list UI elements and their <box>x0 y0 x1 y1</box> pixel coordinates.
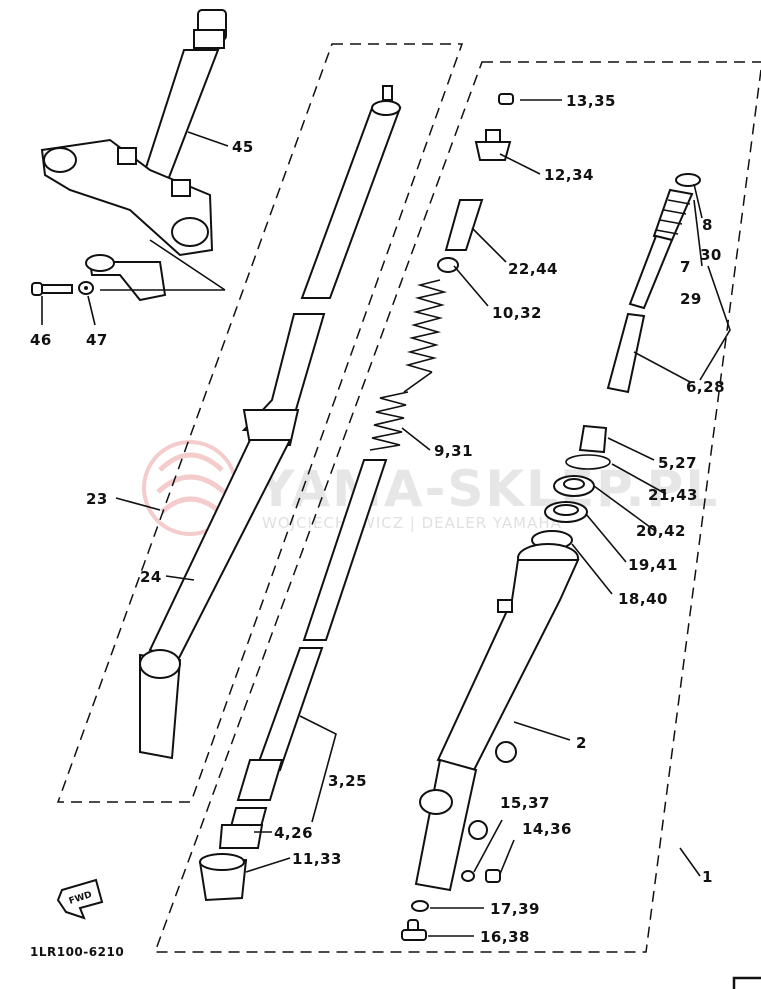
outer-tube-group-boundary <box>153 61 761 953</box>
callout-17-39: 17,39 <box>490 900 540 918</box>
callout-47: 47 <box>86 331 108 349</box>
callout-8: 8 <box>702 216 713 234</box>
clip-21-part <box>565 454 611 470</box>
callout-15-37: 15,37 <box>500 794 550 812</box>
damper-rod-assy-7-part <box>628 173 701 310</box>
callout-23: 23 <box>86 490 108 508</box>
callout-2: 2 <box>576 734 587 752</box>
callout-5-27: 5,27 <box>658 454 697 472</box>
callout-45: 45 <box>232 138 254 156</box>
callout-30: 30 <box>700 246 722 264</box>
callout-4-26: 4,26 <box>274 824 313 842</box>
corner-mark <box>732 976 761 989</box>
watermark: YAMA-SKLEP.PL WOJCIECHOWICZ | DEALER YAM… <box>142 440 719 536</box>
callout-12-34: 12,34 <box>544 166 594 184</box>
callout-13-35: 13,35 <box>566 92 616 110</box>
callout-11-33: 11,33 <box>292 850 342 868</box>
group-boundaries <box>56 43 761 953</box>
inner-tube-part <box>300 85 402 299</box>
taper-spindle-6-part <box>606 312 646 394</box>
watermark-brand: YAMA-SKLEP.PL <box>257 460 719 518</box>
callout-20-42: 20,42 <box>636 522 686 540</box>
under-bracket-part <box>40 9 227 302</box>
washer-47-part <box>78 281 94 295</box>
dust-seal-20-part <box>553 475 595 497</box>
fork-spring-9-part <box>369 279 448 451</box>
callout-1: 1 <box>702 868 713 886</box>
watermark-subtitle: WOJCIECHOWICZ | DEALER YAMAHA <box>262 514 562 532</box>
spring-seat-10-part <box>437 257 459 273</box>
spacer-22-part <box>444 199 484 251</box>
callout-19-41: 19,41 <box>628 556 678 574</box>
oil-seal-19-part <box>544 501 588 523</box>
bolt-46-part <box>31 282 73 296</box>
callout-22-44: 22,44 <box>508 260 558 278</box>
callout-46: 46 <box>30 331 52 349</box>
callout-9-31: 9,31 <box>434 442 473 460</box>
dust-seal-11-part <box>198 853 248 902</box>
outer-tube-left-part <box>139 313 326 760</box>
image-code: 1LR100-6210 <box>30 945 124 959</box>
callout-10-32: 10,32 <box>492 304 542 322</box>
bolt-14-part <box>485 869 501 883</box>
outer-tube-2-part <box>414 543 580 892</box>
callout-7: 7 <box>680 258 691 276</box>
callout-3-25: 3,25 <box>328 772 367 790</box>
gasket-15-part <box>461 870 475 882</box>
callout-14-36: 14,36 <box>522 820 572 838</box>
oil-lock-piece-4-part <box>218 824 264 849</box>
inner-tube-group-boundary <box>56 43 464 803</box>
cap-bolt-13-part <box>498 93 514 105</box>
callout-16-38: 16,38 <box>480 928 530 946</box>
callout-24: 24 <box>140 568 162 586</box>
leader-lines <box>41 99 731 937</box>
damper-rod-part <box>226 459 388 839</box>
callout-6-28: 6,28 <box>686 378 725 396</box>
callout-labels: 45 46 47 23 24 13,35 12,34 22,44 10,32 9… <box>30 92 725 946</box>
oil-lock-5-part <box>578 424 608 454</box>
cap-bolt-12-part <box>474 129 512 161</box>
bolt-16-part <box>401 919 427 941</box>
callout-21-43: 21,43 <box>648 486 698 504</box>
callout-29: 29 <box>680 290 702 308</box>
fwd-arrow-icon: FWD <box>56 878 104 920</box>
callout-18-40: 18,40 <box>618 590 668 608</box>
gasket-17-part <box>411 900 429 912</box>
